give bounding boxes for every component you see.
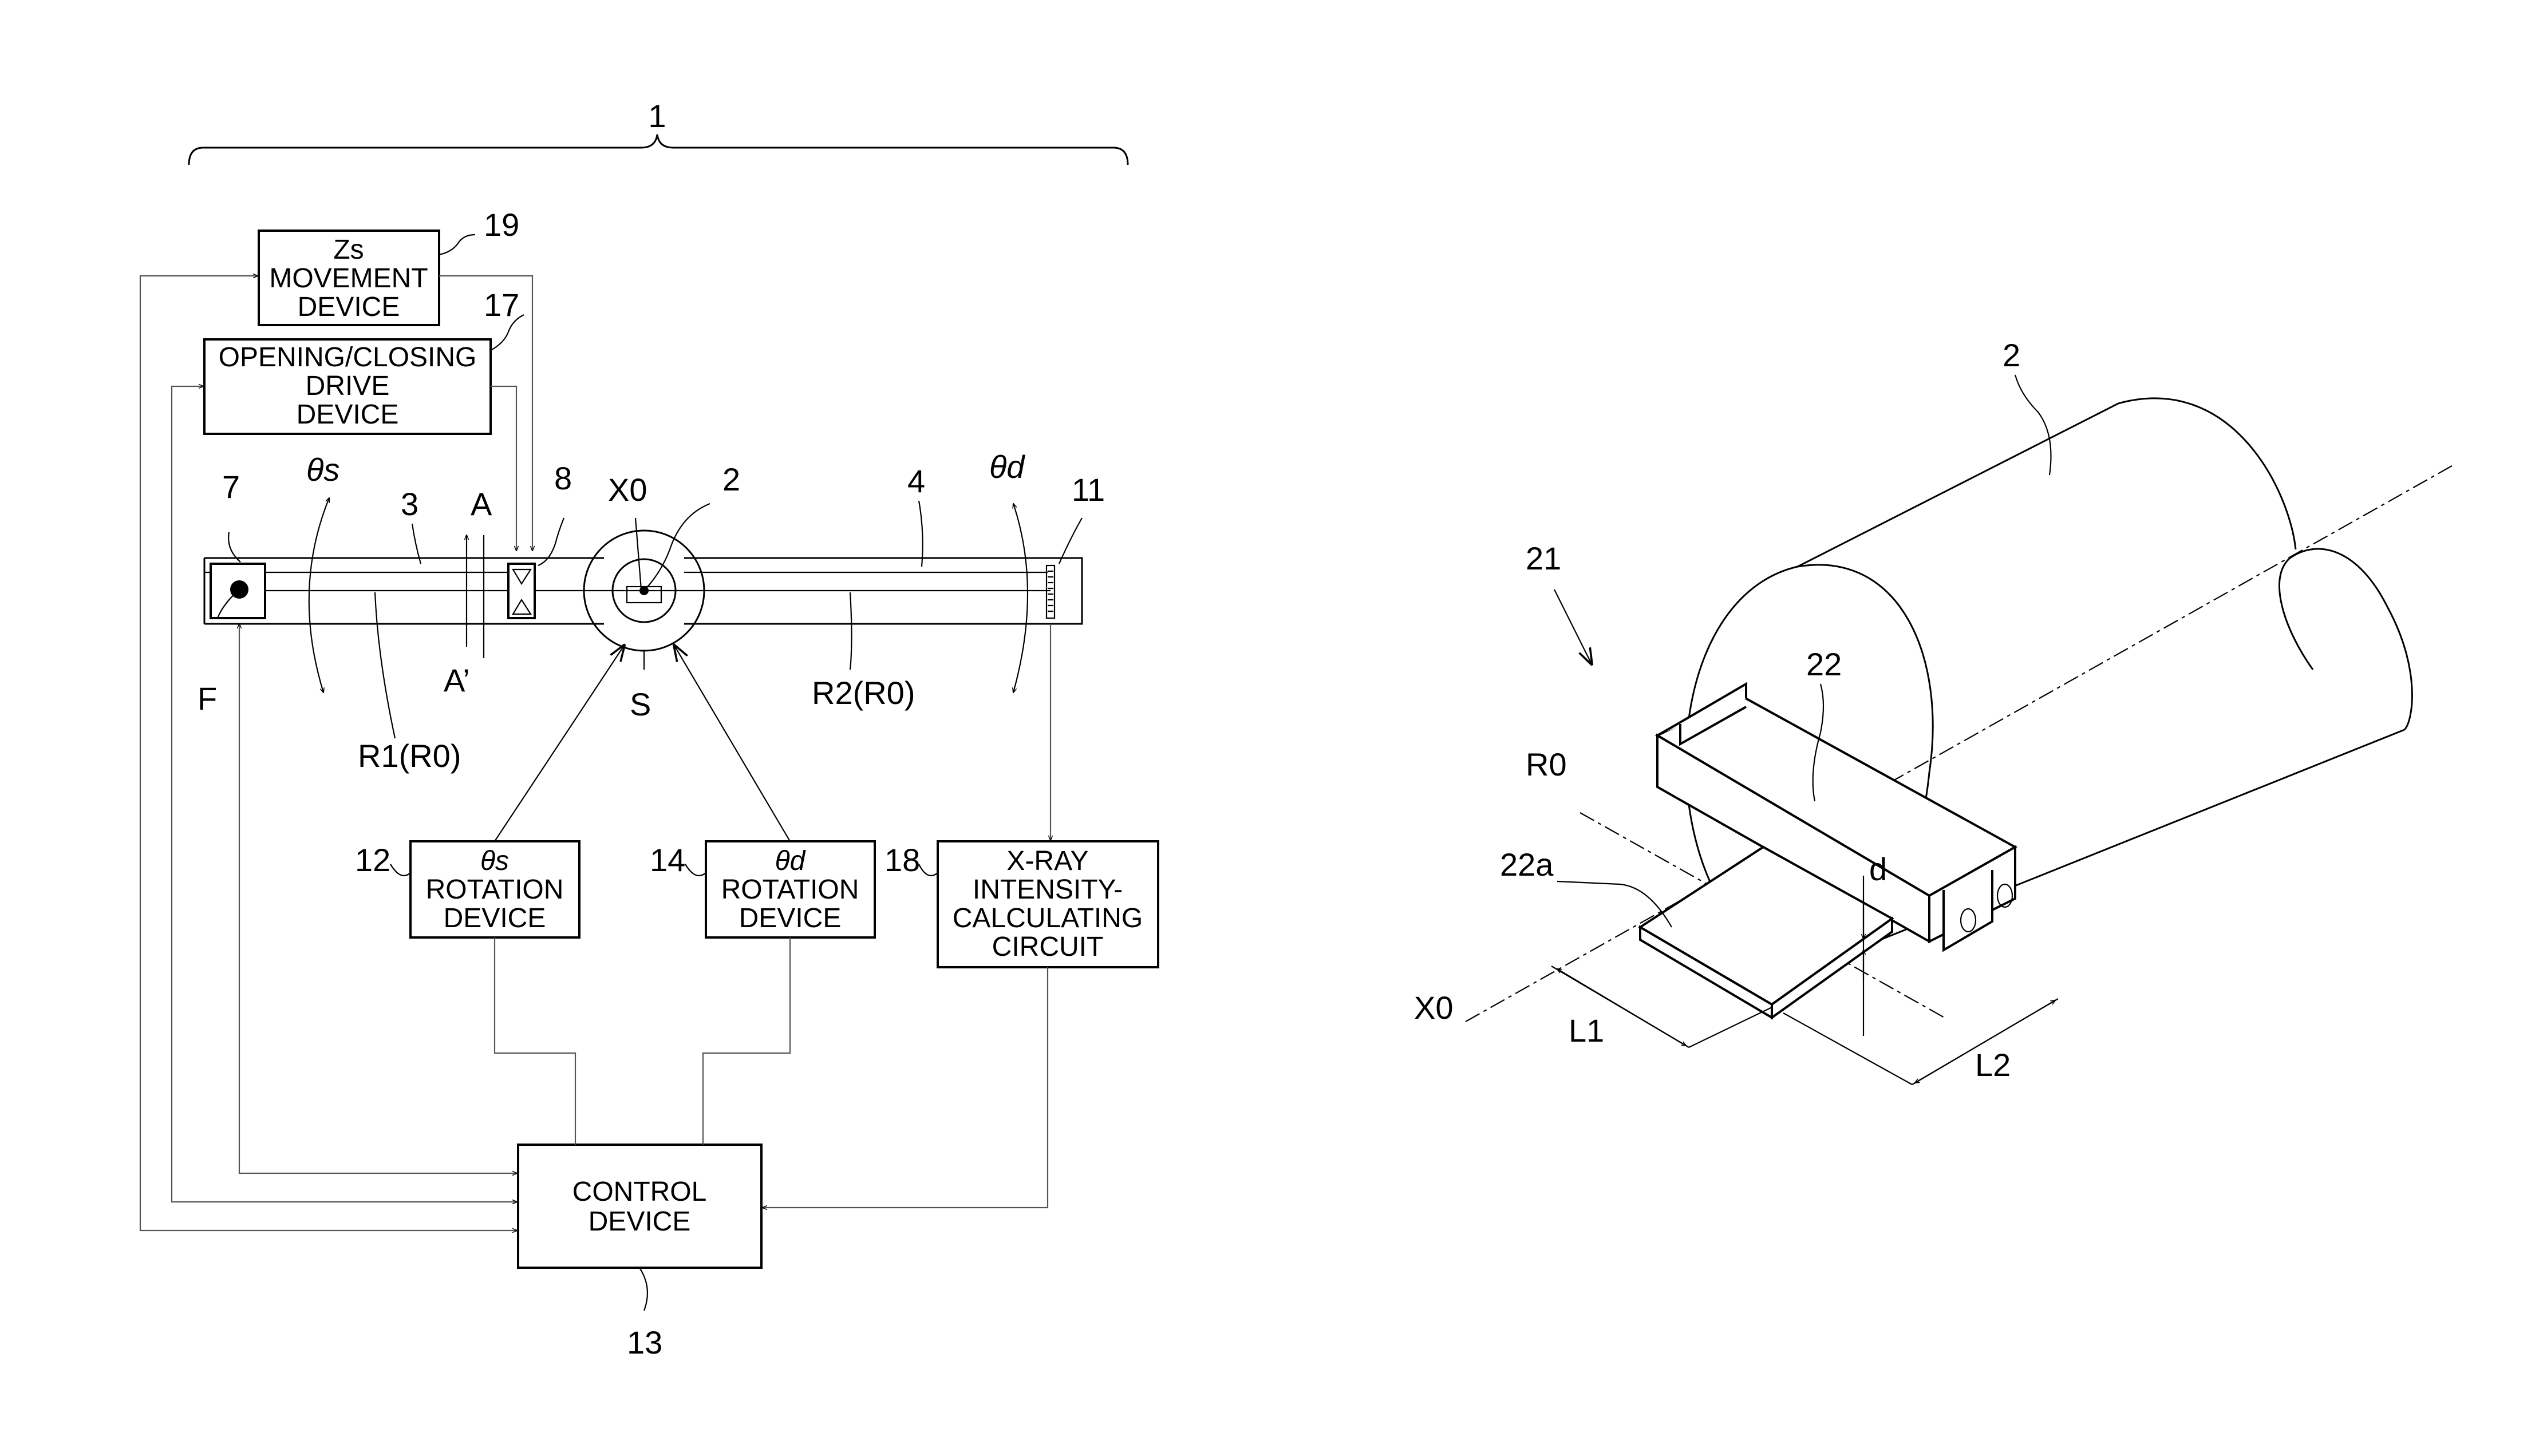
L2-label: L2	[1975, 1047, 2011, 1083]
left-figure: 1 Zs MOVEMENT DEVICE 19 OPENING/CLOSING …	[140, 98, 1158, 1360]
L2-extension-left	[1783, 1013, 1912, 1085]
theta-s-to-control-line	[495, 937, 575, 1145]
ref-2-label: 2	[722, 461, 740, 497]
control-line1: CONTROL	[572, 1177, 707, 1207]
theta-d-box-line2: ROTATION	[721, 875, 859, 905]
ref-2-leader	[644, 504, 710, 591]
X0-right-label: X0	[1414, 990, 1454, 1026]
ref-1-label: 1	[648, 98, 666, 134]
X0-leader	[635, 518, 641, 589]
opening-closing-line1: OPENING/CLOSING	[219, 342, 477, 373]
R2-leader	[850, 592, 852, 670]
ref-7-label: 7	[222, 469, 240, 505]
xray-box-line2: INTENSITY-	[973, 875, 1123, 905]
A-prime-label: A’	[444, 662, 470, 698]
ref-2-right-leader	[2015, 375, 2051, 475]
ref-2-right-label: 2	[2003, 337, 2020, 373]
ref-21-label: 21	[1526, 540, 1561, 576]
R2-label: R2(R0)	[812, 675, 915, 711]
ref-8-label: 8	[554, 460, 572, 496]
opening-closing-line3: DEVICE	[297, 399, 399, 430]
theta-s-box-line3: DEVICE	[444, 903, 546, 933]
ref-14-leader	[685, 864, 706, 876]
ref-12-leader	[390, 864, 410, 876]
xray-box-line1: X-RAY	[1006, 846, 1088, 876]
xray-box-line4: CIRCUIT	[992, 932, 1104, 962]
ref-21-arrow	[1554, 589, 1592, 664]
L1-label: L1	[1569, 1012, 1604, 1049]
S-label: S	[630, 686, 651, 722]
brace-1	[189, 134, 1128, 165]
theta-d-label: θd	[989, 449, 1025, 485]
zs-movement-line2: MOVEMENT	[269, 263, 428, 294]
ref-19-leader	[439, 235, 475, 255]
R1-label: R1(R0)	[358, 738, 461, 774]
ref-22a-label: 22a	[1500, 846, 1554, 883]
ref-14-label: 14	[650, 842, 685, 878]
opening-closing-line2: DRIVE	[306, 371, 390, 401]
A-label: A	[471, 486, 492, 522]
ref-12-label: 12	[355, 842, 390, 878]
ref-22-label: 22	[1806, 646, 1842, 682]
R1-leader	[375, 592, 395, 738]
zs-movement-line3: DEVICE	[298, 292, 400, 322]
cylinder-end-inner	[2279, 558, 2313, 670]
theta-s-box-line1: θs	[480, 846, 509, 876]
ref-13-leader	[639, 1268, 647, 1311]
F-label: F	[198, 680, 217, 717]
cylinder-top-outline	[2118, 398, 2296, 549]
R0-label: R0	[1526, 746, 1567, 782]
theta-d-device-to-goniometer	[674, 646, 790, 841]
ref-19-label: 19	[484, 207, 519, 243]
ref-17-label: 17	[484, 287, 519, 323]
cylinder-end-ellipse	[2290, 549, 2412, 730]
ref-13-label: 13	[627, 1324, 662, 1360]
theta-d-box-line3: DEVICE	[739, 903, 842, 933]
ref-4-leader	[919, 501, 923, 567]
theta-d-to-control-line	[703, 937, 790, 1145]
opening-to-slit-line	[491, 386, 516, 551]
ref-18-label: 18	[884, 842, 920, 878]
L1-extension-right	[1689, 1007, 1772, 1047]
opening-to-control-line	[172, 386, 517, 1202]
theta-s-device-to-goniometer	[495, 646, 624, 841]
theta-s-box-line2: ROTATION	[426, 875, 564, 905]
detector-11	[1047, 565, 1055, 618]
ref-18-leader	[919, 864, 938, 876]
theta-s-label: θs	[306, 452, 339, 488]
ref-11-leader	[1059, 518, 1082, 564]
ref-4-label: 4	[907, 463, 925, 499]
d-label: d	[1869, 851, 1887, 887]
theta-d-box-line1: θd	[775, 846, 806, 876]
ref-11-label: 11	[1072, 472, 1105, 508]
theta-d-rotation-arrow	[1013, 504, 1028, 693]
X0-label: X0	[608, 472, 647, 508]
control-line2: DEVICE	[589, 1206, 691, 1237]
theta-s-rotation-arrow	[309, 498, 329, 693]
slit-8	[508, 564, 535, 618]
zs-movement-line1: Zs	[333, 235, 364, 265]
xray-box-line3: CALCULATING	[953, 903, 1143, 933]
circuit-to-control-line	[763, 967, 1048, 1208]
ref-3-label: 3	[401, 486, 418, 522]
right-figure: d L1 L2 2 21 22 R0 22a X0	[1414, 337, 2456, 1085]
